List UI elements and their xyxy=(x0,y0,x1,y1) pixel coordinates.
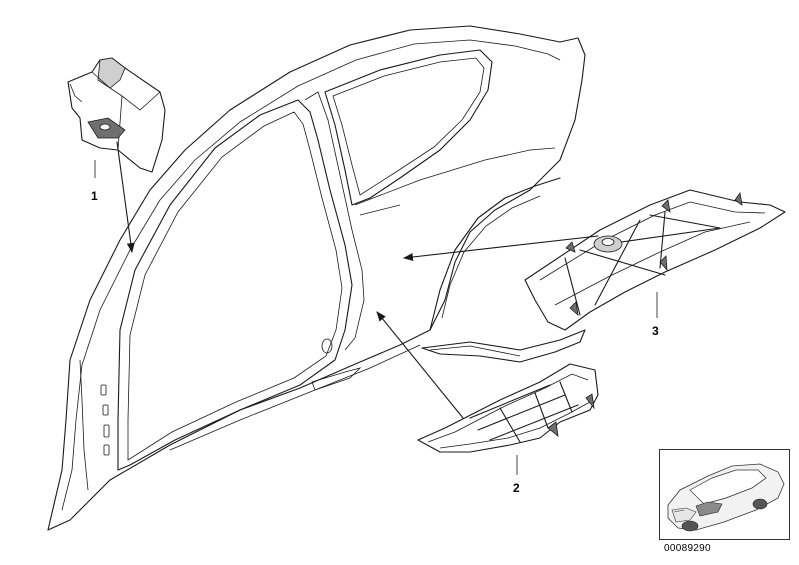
overview-thumbnail[interactable] xyxy=(659,449,790,540)
leader-arrow-2 xyxy=(376,311,464,419)
leader-arrows xyxy=(116,141,599,419)
reference-number: 00089290 xyxy=(664,543,711,554)
part-1-bracket[interactable] xyxy=(67,57,166,178)
leader-arrow-3 xyxy=(403,235,599,261)
callout-2[interactable]: 2 xyxy=(513,481,520,495)
part-2-floor-tray[interactable] xyxy=(417,363,599,475)
part-3-support-frame[interactable] xyxy=(421,189,786,363)
car-overview-icon xyxy=(667,463,785,532)
callout-3[interactable]: 3 xyxy=(652,324,659,338)
leader-arrow-1 xyxy=(116,141,135,253)
callout-1[interactable]: 1 xyxy=(91,189,98,203)
body-side-frame xyxy=(47,25,586,531)
